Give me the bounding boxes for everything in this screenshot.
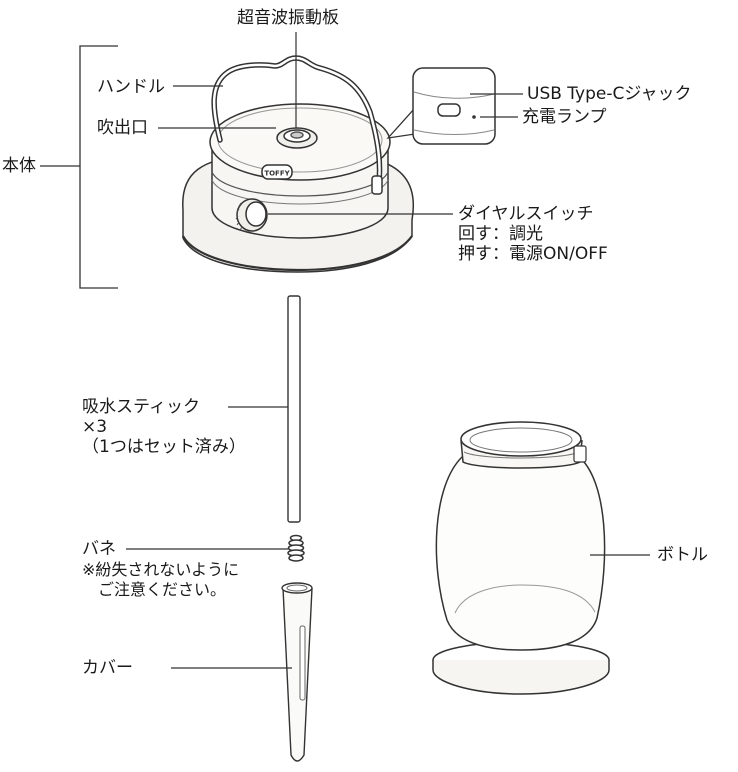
spring-warning: ※紛失されないように ご注意ください。 (82, 560, 239, 600)
spring (287, 534, 305, 562)
svg-text:TOFFY: TOFFY (264, 170, 290, 178)
brand-badge: TOFFY (261, 164, 293, 180)
usb-jack-label: USB Type-Cジャック (527, 84, 692, 104)
water-stick (287, 295, 301, 523)
cover-label: カバー (82, 658, 133, 678)
spring-warning-2: ご注意ください。 (98, 580, 227, 599)
dial-switch-press: 押す：電源ON/OFF (458, 244, 608, 264)
outlet-label: 吹出口 (97, 118, 148, 138)
bottle (432, 421, 610, 695)
charge-lamp-label: 充電ランプ (522, 107, 607, 127)
stick-label: 吸水スティック ×3 （1つはセット済み） (82, 397, 246, 457)
spring-warning-1: ※紛失されないように (82, 560, 240, 579)
dial-switch-label: ダイヤルスイッチ 回す：調光 押す：電源ON/OFF (458, 204, 608, 264)
cover (281, 582, 313, 762)
stick-note: （1つはセット済み） (82, 437, 246, 457)
leader-lines (40, 32, 650, 669)
dial-switch-title: ダイヤルスイッチ (458, 204, 594, 224)
stick-count: ×3 (82, 417, 108, 437)
handle-label: ハンドル (97, 77, 165, 97)
vibration-plate-label: 超音波振動板 (237, 8, 339, 28)
body-bracket (79, 45, 118, 289)
charge-lamp-dot (472, 115, 476, 119)
usb-port (437, 103, 461, 117)
port-callout (386, 67, 496, 145)
dial-switch-turn: 回す：調光 (458, 224, 543, 244)
dial-switch (235, 198, 268, 232)
stick-name: 吸水スティック (82, 397, 200, 417)
bottle-label: ボトル (657, 545, 708, 565)
spring-label: バネ (82, 539, 116, 559)
body-label: 本体 (2, 156, 36, 176)
